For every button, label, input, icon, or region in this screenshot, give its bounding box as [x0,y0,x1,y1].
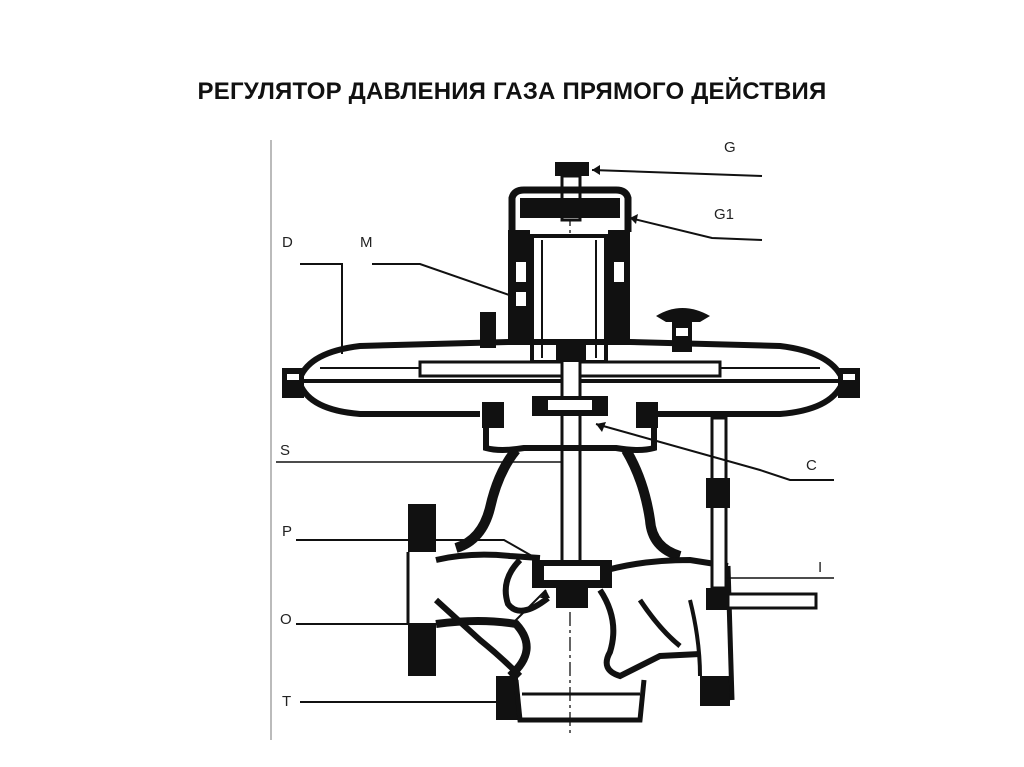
leader-p [296,539,533,557]
label-g1: G1 [714,206,734,223]
leader-m [372,263,513,297]
label-s: S [280,442,290,459]
valve-disc [532,560,612,608]
label-m: M [360,234,373,251]
cap-inner-ring [520,198,620,218]
diaphragm-upper-cover [297,339,845,380]
leader-g [591,169,763,177]
outlet-port [513,679,647,723]
leader-g1 [629,217,763,241]
leader-d [300,263,343,354]
leader-c [595,423,834,481]
label-g: G [724,139,736,156]
leader-o [296,589,547,625]
label-d: D [282,234,293,251]
housing-cap [508,186,632,232]
label-p: P [282,523,292,540]
label-i: I [818,559,822,576]
adjusting-screw-head [555,162,589,176]
neck-housing [482,396,658,453]
impulse-tube [706,416,818,610]
slide-title: РЕГУЛЯТОР ДАВЛЕНИЯ ГАЗА ПРЯМОГО ДЕЙСТВИЯ [197,78,827,105]
vent-pipe [480,312,496,348]
relief-valve [656,308,710,352]
valve-body [406,446,735,723]
label-o: O [280,611,292,628]
spring-housing [508,162,632,364]
housing-wall-right [608,230,630,342]
leader-arrows [540,165,638,598]
leader-lines [276,169,834,703]
flange-bolt-left [282,368,304,398]
label-t: T [282,693,291,710]
housing-wall-left [508,230,530,342]
label-c: C [806,457,817,474]
outlet-flange-right [700,676,730,706]
inlet-flange [408,504,436,552]
outlet-flange-left [496,676,518,720]
flange-bolt-right [838,368,860,398]
